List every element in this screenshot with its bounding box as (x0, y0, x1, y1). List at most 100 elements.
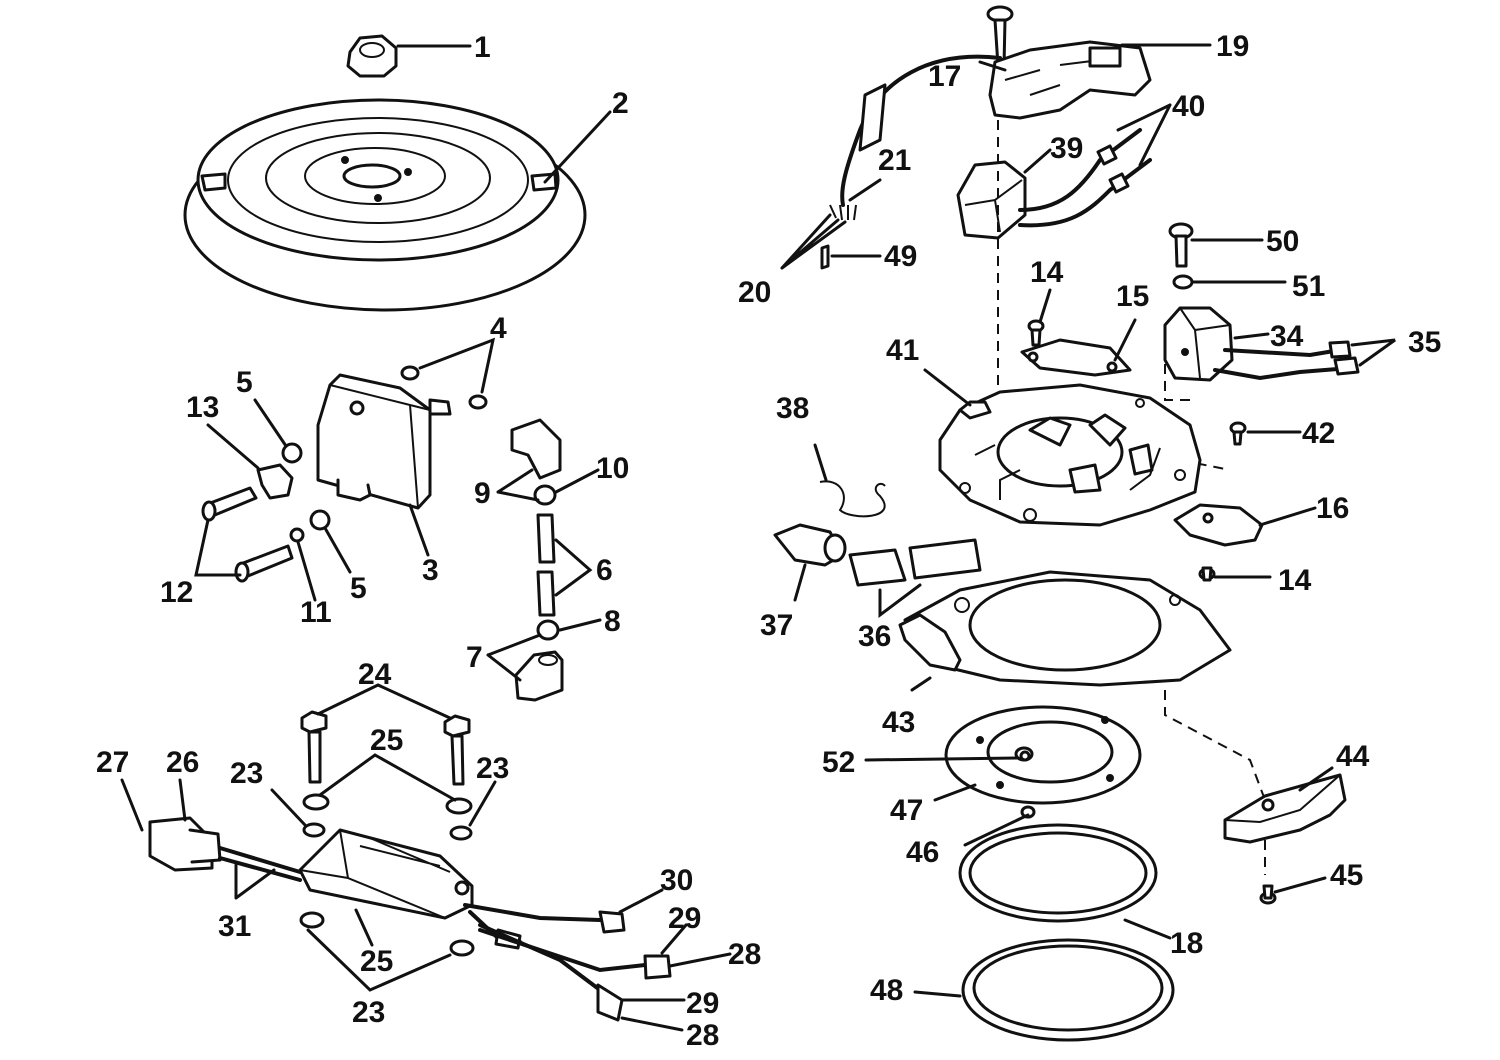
callout-26: 26 (166, 746, 199, 779)
callout-29-upper: 29 (668, 902, 701, 935)
part-20-21-wires (829, 54, 1002, 221)
callout-23-right: 23 (476, 752, 509, 785)
callout-27: 27 (96, 746, 129, 779)
callout-37: 37 (760, 609, 793, 642)
callout-38: 38 (776, 392, 809, 425)
part-44-sensor-block (1223, 773, 1347, 844)
part-11-lockwasher (289, 527, 305, 543)
part-38-spring (819, 480, 886, 518)
part-52-screw (1019, 750, 1031, 762)
callout-50: 50 (1266, 225, 1299, 258)
callout-18: 18 (1170, 927, 1203, 960)
callout-20: 20 (738, 276, 771, 309)
callout-29-lower: 29 (686, 987, 719, 1020)
callout-16: 16 (1316, 492, 1349, 525)
part-1-flywheel-nut (346, 34, 398, 78)
part-31-wires (218, 846, 302, 882)
callout-28-lower: 28 (686, 1019, 719, 1052)
part-16-clip (1173, 503, 1264, 547)
part-2-flywheel (183, 98, 587, 312)
part-34-sensor (1163, 306, 1234, 382)
callout-40: 40 (1172, 90, 1205, 123)
part-42-screw (1229, 421, 1247, 446)
callout-35: 35 (1408, 326, 1441, 359)
callout-15: 15 (1116, 280, 1149, 313)
part-7-boot (514, 650, 564, 702)
part-5-washer-upper (281, 442, 303, 464)
callout-39: 39 (1050, 132, 1083, 165)
part-37-fitting (773, 523, 847, 567)
part-41-stator-plate (938, 383, 1202, 527)
callout-4: 4 (490, 312, 507, 345)
callout-6: 6 (596, 554, 613, 587)
callout-5-lower: 5 (350, 572, 367, 605)
part-24-bolts (300, 710, 471, 786)
callout-1: 1 (474, 31, 491, 64)
part-46-washer (1020, 805, 1036, 819)
callout-14-lower: 14 (1278, 564, 1312, 597)
callout-43: 43 (882, 706, 915, 739)
part-5-washer-lower (309, 509, 331, 531)
part-9-spark-plug-boot (510, 418, 562, 480)
part-3-ignition-coil (316, 373, 452, 510)
part-18-ring (958, 823, 1158, 923)
callout-5-upper: 5 (236, 366, 253, 399)
part-25-power-pack (298, 828, 474, 920)
callout-labels: 1 2 3 4 5 5 6 7 8 9 10 11 12 13 14 14 15… (96, 30, 1441, 1052)
callout-19: 19 (1216, 30, 1249, 63)
callout-21: 21 (878, 144, 911, 177)
part-40-leads (1018, 128, 1152, 228)
part-30-terminal (463, 903, 626, 934)
callout-7: 7 (466, 641, 483, 674)
part-28-29-terminals (468, 910, 672, 1022)
part-39-module (956, 160, 1027, 240)
part-49-pin (820, 244, 830, 270)
callout-11: 11 (300, 596, 332, 629)
callout-3: 3 (422, 554, 439, 587)
callout-51: 51 (1292, 270, 1325, 303)
part-48-ring (961, 938, 1175, 1042)
part-14-screw-upper (1027, 319, 1045, 347)
callout-2: 2 (612, 87, 629, 120)
callout-23-bottom: 23 (352, 996, 385, 1029)
callout-14-upper: 14 (1030, 256, 1064, 289)
callout-24: 24 (358, 658, 392, 691)
part-35-leads (1213, 340, 1360, 381)
part-19-timer-base-sensor (988, 40, 1152, 120)
callout-28-upper: 28 (728, 938, 761, 971)
part-36-tubes (848, 538, 982, 587)
callout-9: 9 (474, 477, 491, 510)
callout-36: 36 (858, 620, 891, 653)
callout-46: 46 (906, 836, 939, 869)
part-47-retainer-plate (944, 705, 1142, 805)
callout-10: 10 (596, 452, 629, 485)
callout-31: 31 (218, 910, 251, 943)
part-17-screw (986, 5, 1014, 68)
callout-30: 30 (660, 864, 693, 897)
part-50-screw (1168, 222, 1194, 268)
part-6-tubes (536, 513, 556, 617)
part-51-washer (1172, 274, 1194, 290)
callout-52: 52 (822, 746, 855, 779)
callout-17: 17 (928, 60, 961, 93)
callout-34: 34 (1270, 320, 1304, 353)
callout-12: 12 (160, 576, 193, 609)
part-4-washers (400, 365, 488, 410)
callout-45: 45 (1330, 859, 1363, 892)
part-13-clamp (256, 463, 294, 500)
part-45-screw (1259, 884, 1277, 905)
callout-41: 41 (886, 334, 919, 367)
callout-23-left: 23 (230, 757, 263, 790)
part-10-seal (533, 484, 557, 506)
callout-48: 48 (870, 974, 903, 1007)
part-8-spring (536, 619, 560, 641)
part-15-bracket (1020, 338, 1132, 377)
callout-25-lower: 25 (360, 945, 393, 978)
part-25-23-washers (299, 793, 475, 957)
callout-25-upper: 25 (370, 724, 403, 757)
part-14-screw-lower (1198, 566, 1216, 582)
part-43-armature-plate (898, 570, 1232, 687)
part-26-connector (148, 816, 222, 872)
part-12-screws (201, 486, 294, 583)
